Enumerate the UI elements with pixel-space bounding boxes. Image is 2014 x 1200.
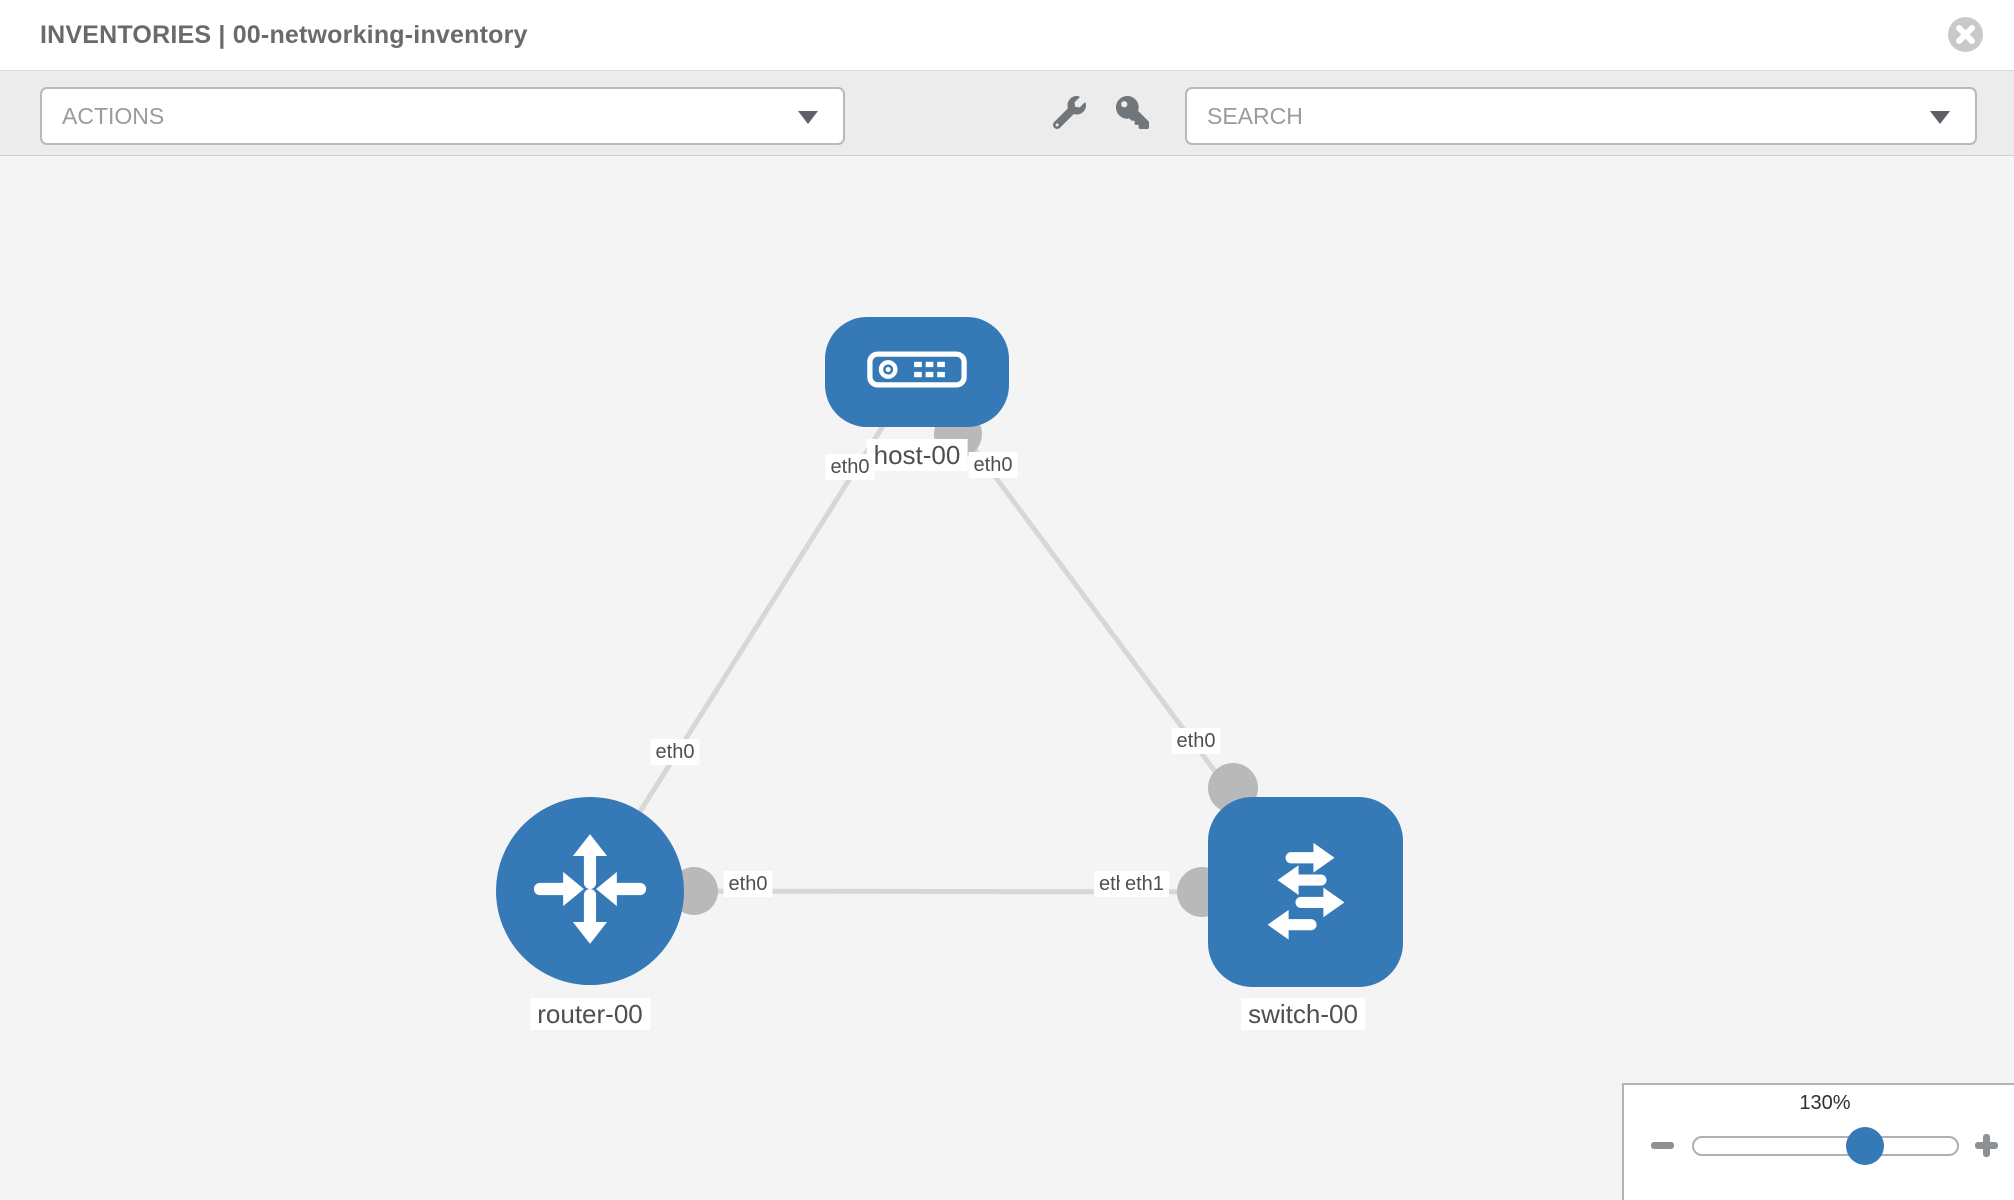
search-dropdown[interactable] bbox=[1185, 87, 1977, 145]
zoom-slider-track[interactable] bbox=[1692, 1136, 1959, 1156]
interface-label: eth0 bbox=[1171, 728, 1221, 754]
node-label-host: host-00 bbox=[866, 439, 968, 471]
interface-label: eth0 bbox=[825, 454, 875, 480]
search-input[interactable] bbox=[1187, 89, 1975, 143]
node-router[interactable] bbox=[496, 797, 684, 985]
node-switch[interactable] bbox=[1208, 797, 1403, 987]
node-host[interactable] bbox=[825, 317, 1009, 427]
chevron-down-icon bbox=[1930, 111, 1950, 124]
header: INVENTORIES | 00-networking-inventory bbox=[0, 0, 2014, 71]
chevron-down-icon bbox=[798, 111, 818, 124]
zoom-level-label: 130% bbox=[1799, 1092, 1851, 1114]
node-label-switch: switch-00 bbox=[1241, 998, 1365, 1030]
actions-dropdown-label: ACTIONS bbox=[62, 103, 165, 129]
toolbar: ACTIONS bbox=[0, 71, 2014, 156]
key-icon bbox=[1115, 96, 1149, 132]
zoom-in-button[interactable] bbox=[1966, 1126, 2006, 1166]
actions-dropdown[interactable]: ACTIONS bbox=[40, 87, 845, 145]
zoom-control-panel: 130% bbox=[1622, 1083, 2014, 1200]
minus-icon bbox=[1650, 1141, 1674, 1149]
configure-button[interactable] bbox=[1045, 93, 1093, 135]
topology-canvas[interactable]: host-00 router-00 switch-00 eth0 eth0 et… bbox=[0, 156, 2014, 1200]
page-title: INVENTORIES | 00-networking-inventory bbox=[40, 21, 528, 49]
wrench-icon bbox=[1052, 96, 1086, 132]
close-button[interactable] bbox=[1947, 16, 1984, 53]
interface-label: eth0 bbox=[968, 452, 1018, 478]
zoom-out-button[interactable] bbox=[1640, 1129, 1684, 1161]
zoom-slider-thumb[interactable] bbox=[1846, 1127, 1884, 1165]
interface-label: eth0 bbox=[723, 871, 773, 897]
links-layer bbox=[587, 370, 1308, 917]
credentials-button[interactable] bbox=[1108, 93, 1156, 135]
plus-icon bbox=[1983, 1134, 1990, 1157]
interface-label: eth0 bbox=[650, 739, 700, 765]
interface-label: eth1 bbox=[1120, 871, 1169, 897]
router-icon bbox=[529, 828, 651, 955]
switch-icon bbox=[1244, 828, 1368, 957]
node-label-router: router-00 bbox=[530, 998, 650, 1030]
host-icon bbox=[867, 351, 967, 393]
close-icon bbox=[1947, 17, 1984, 56]
